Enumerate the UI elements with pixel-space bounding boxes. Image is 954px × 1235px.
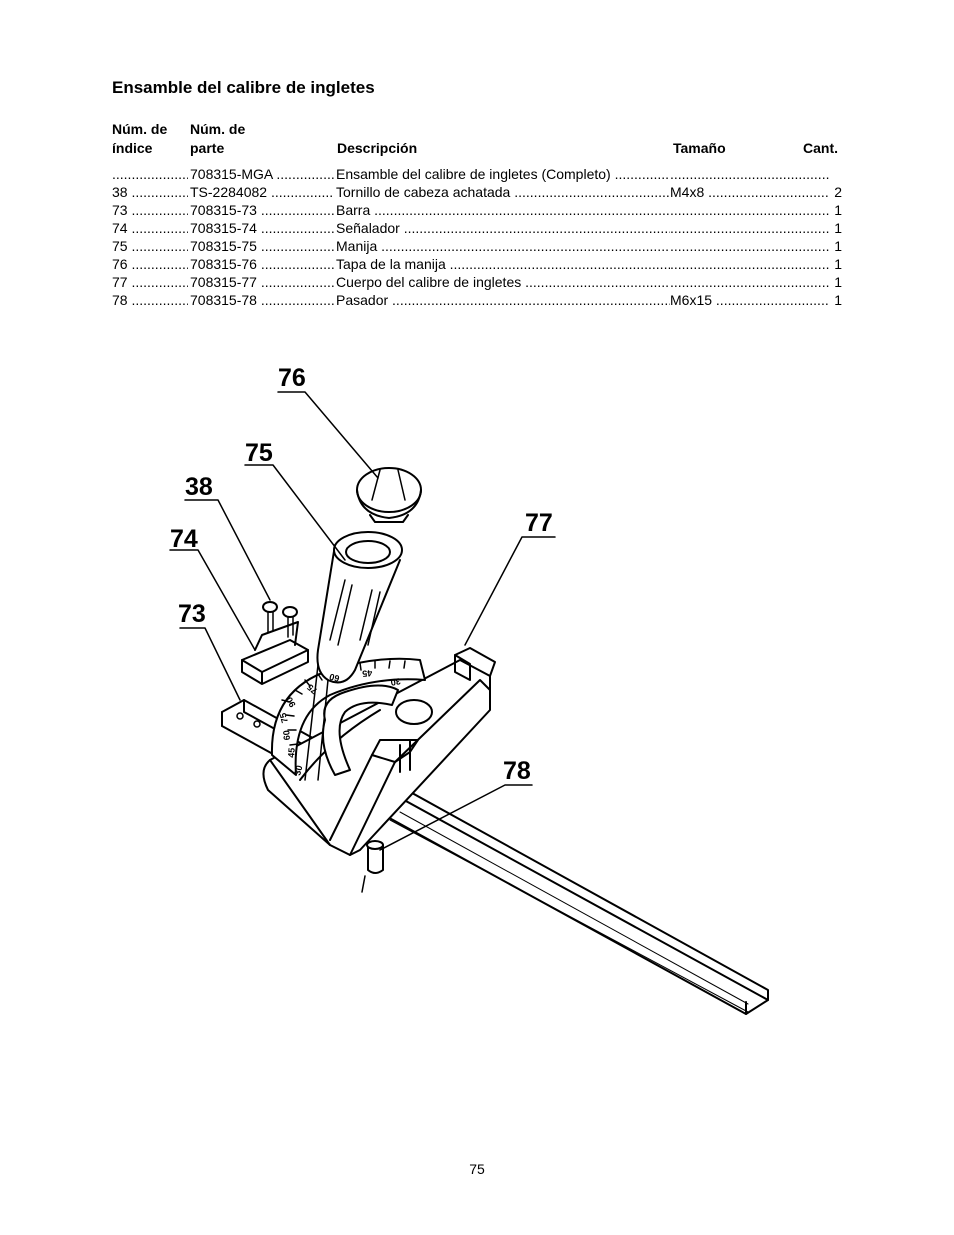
cell-qty: 1 bbox=[834, 292, 842, 308]
cell-description: Manija bbox=[336, 237, 670, 255]
screw-parts bbox=[262, 601, 298, 638]
header-qty: Cant. bbox=[803, 140, 838, 156]
cell-index: 75 bbox=[112, 237, 188, 255]
cell-part: 708315-77 bbox=[190, 273, 334, 291]
leader-lines bbox=[169, 391, 556, 851]
scale-label: 30 bbox=[390, 676, 402, 688]
scale-label: 75 bbox=[305, 682, 319, 696]
header-part-line1: Núm. de bbox=[190, 121, 246, 137]
scale-label: 75 bbox=[278, 712, 290, 724]
handle-part bbox=[304, 531, 403, 781]
callout-78: 78 bbox=[503, 757, 531, 785]
scale-label: 30 bbox=[292, 764, 304, 776]
table-row: 708315-MGAEnsamble del calibre de inglet… bbox=[112, 165, 842, 183]
cell-qty: 1 bbox=[834, 256, 842, 272]
pin-part bbox=[361, 840, 384, 893]
cell-description: Señalador bbox=[336, 219, 670, 237]
callout-38: 38 bbox=[185, 473, 213, 501]
cell-index: 74 bbox=[112, 219, 188, 237]
cell-part: TS-2284082 bbox=[190, 183, 334, 201]
cell-description: Tapa de la manija bbox=[336, 255, 670, 273]
cell-qty: 2 bbox=[834, 184, 842, 200]
table-row: 73708315-73Barra 1 bbox=[112, 201, 842, 219]
table-row: 38TS-2284082Tornillo de cabeza achatadaM… bbox=[112, 183, 842, 201]
cell-qty: 1 bbox=[834, 202, 842, 218]
cell-qty: 1 bbox=[834, 220, 842, 236]
callout-75: 75 bbox=[245, 439, 273, 467]
cell-size: M6x15 bbox=[670, 291, 830, 309]
cell-part: 708315-74 bbox=[190, 219, 334, 237]
table-row: 77708315-77Cuerpo del calibre de inglete… bbox=[112, 273, 842, 291]
scale-label: 45 bbox=[362, 668, 373, 679]
cell-index: 76 bbox=[112, 255, 188, 273]
cell-description: Tornillo de cabeza achatada bbox=[336, 183, 670, 201]
cell-index: 38 bbox=[112, 183, 188, 201]
cell-part: 708315-75 bbox=[190, 237, 334, 255]
cell-index: 77 bbox=[112, 273, 188, 291]
cell-description: Barra bbox=[336, 201, 670, 219]
header-size: Tamaño bbox=[673, 140, 726, 156]
scale-label: 90 bbox=[284, 695, 298, 709]
table-row: 74708315-74Señalador 1 bbox=[112, 219, 842, 237]
scale-label: 60 bbox=[281, 730, 292, 741]
cell-size: M4x8 bbox=[670, 183, 830, 201]
handle-cap-part bbox=[356, 467, 422, 523]
header-index-line2: índice bbox=[112, 140, 153, 156]
cell-qty: 1 bbox=[834, 274, 842, 290]
cell-qty: 1 bbox=[834, 238, 842, 254]
page-number: 75 bbox=[469, 1161, 485, 1177]
header-part: Núm. de parte bbox=[190, 120, 245, 158]
table-row: 76708315-76Tapa de la manija 1 bbox=[112, 255, 842, 273]
cell-index: 73 bbox=[112, 201, 188, 219]
cell-description: Cuerpo del calibre de ingletes bbox=[336, 273, 670, 291]
scale-label: 45 bbox=[286, 747, 297, 758]
callout-73: 73 bbox=[178, 600, 206, 628]
header-part-line2: parte bbox=[190, 140, 225, 156]
section-title: Ensamble del calibre de ingletes bbox=[112, 78, 375, 97]
callout-74: 74 bbox=[170, 525, 198, 553]
cell-part: 708315-MGA bbox=[190, 165, 334, 183]
header-index-line1: Núm. de bbox=[112, 121, 168, 137]
header-description: Descripción bbox=[337, 140, 418, 156]
cell-description: Pasador bbox=[336, 291, 670, 309]
callout-77: 77 bbox=[525, 509, 553, 537]
header-index: Núm. de índice bbox=[112, 120, 167, 158]
cell-description: Ensamble del calibre de ingletes (Comple… bbox=[336, 165, 670, 183]
cell-index: 78 bbox=[112, 291, 188, 309]
callout-76: 76 bbox=[278, 364, 306, 392]
table-row: 75708315-75Manija 1 bbox=[112, 237, 842, 255]
scale-label: 60 bbox=[328, 671, 340, 683]
table-row: 78708315-78PasadorM6x151 bbox=[112, 291, 842, 309]
gauge-body-part bbox=[262, 647, 496, 856]
cell-part: 708315-78 bbox=[190, 291, 334, 309]
cell-part: 708315-73 bbox=[190, 201, 334, 219]
protractor-labels: 30 45 60 75 90 75 60 45 30 bbox=[278, 668, 402, 777]
cell-part: 708315-76 bbox=[190, 255, 334, 273]
pointer-part bbox=[241, 621, 309, 685]
